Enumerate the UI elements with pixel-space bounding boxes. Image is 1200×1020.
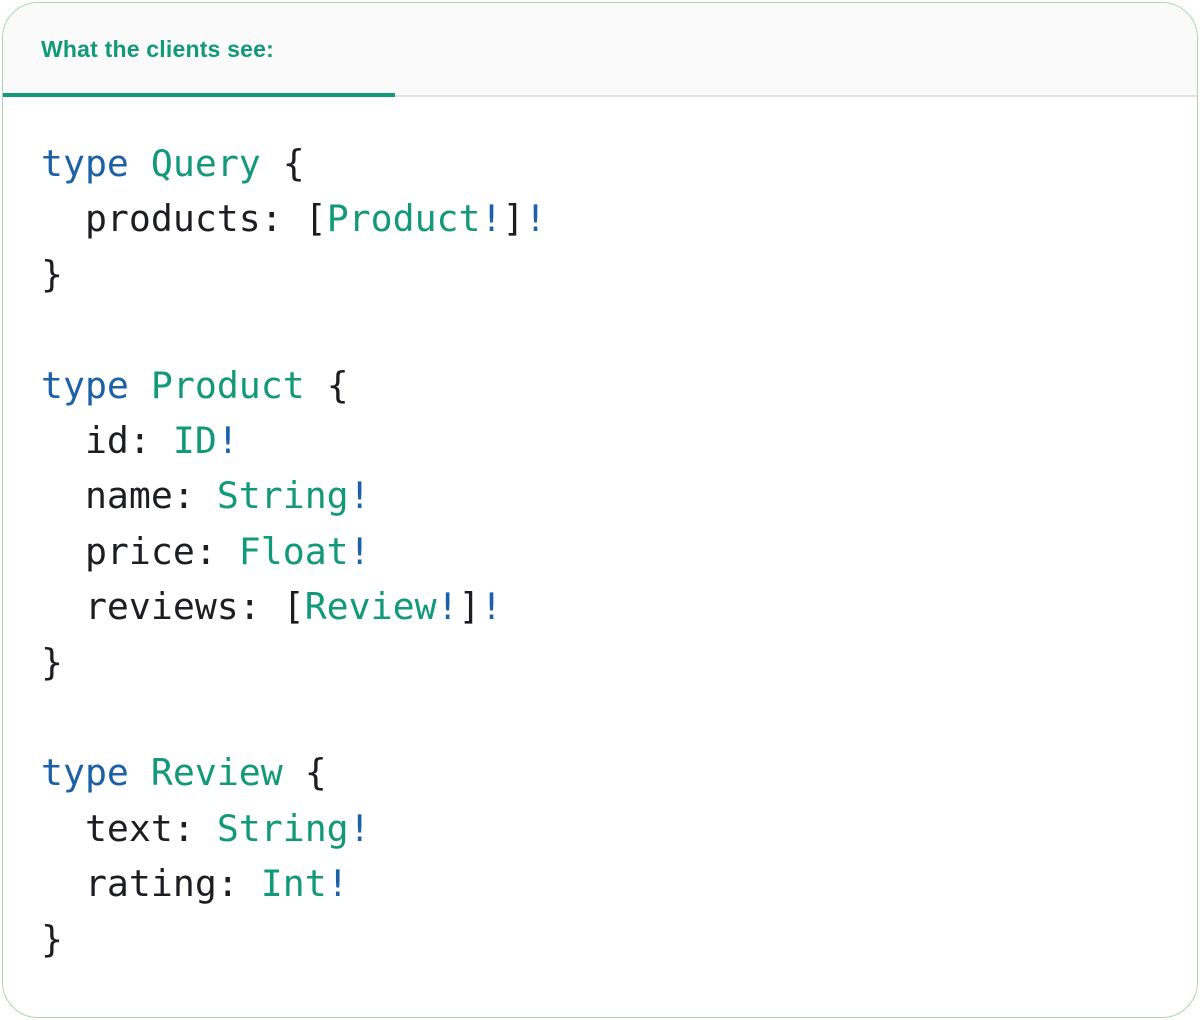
code-token-kw: !: [436, 585, 459, 629]
tab-label: What the clients see:: [41, 35, 274, 62]
code-token-plain: ]: [502, 197, 525, 241]
code-line: type Review {: [41, 745, 1159, 800]
code-line: price: Float!: [41, 524, 1159, 579]
code-token-plain: id:: [41, 419, 173, 463]
code-line: [41, 302, 1159, 357]
code-token-plain: name:: [41, 474, 217, 518]
active-tab-underline: [3, 93, 395, 97]
code-line: products: [Product!]!: [41, 191, 1159, 246]
tab-what-clients-see[interactable]: What the clients see:: [3, 3, 395, 97]
code-token-kw: !: [348, 806, 371, 850]
code-token-type: Float: [238, 529, 349, 573]
code-token-type: Review: [150, 751, 283, 795]
code-token-kw: !: [216, 419, 239, 463]
code-line: id: ID!: [41, 413, 1159, 468]
code-token-type: Int: [260, 862, 327, 906]
code-token-plain: rating:: [41, 862, 261, 906]
code-line: type Product {: [41, 358, 1159, 413]
code-line: [41, 690, 1159, 745]
code-line: }: [41, 912, 1159, 967]
code-block: type Query { products: [Product!]!} type…: [3, 97, 1197, 967]
code-token-plain: ]: [458, 585, 481, 629]
code-line: }: [41, 635, 1159, 690]
code-token-plain: [129, 142, 151, 185]
code-line: reviews: [Review!]!: [41, 579, 1159, 634]
code-token-plain: }: [41, 917, 63, 961]
code-line: name: String!: [41, 468, 1159, 523]
code-token-plain: }: [41, 640, 63, 684]
code-token-plain: products: [: [41, 197, 327, 241]
code-line: }: [41, 247, 1159, 302]
code-token-kw: !: [348, 529, 371, 573]
code-token-type: Product: [150, 363, 305, 407]
code-token-plain: text:: [41, 806, 217, 850]
code-token-plain: {: [304, 363, 349, 407]
code-token-type: String: [216, 806, 349, 850]
code-token-kw: !: [524, 197, 547, 241]
code-token-plain: }: [41, 252, 63, 296]
code-line: rating: Int!: [41, 856, 1159, 911]
code-token-plain: [129, 364, 151, 407]
code-token-kw: type: [41, 142, 129, 185]
code-token-type: Product: [326, 197, 481, 241]
code-token-kw: !: [480, 585, 503, 629]
code-token-type: Review: [304, 585, 437, 629]
code-token-plain: {: [260, 142, 305, 185]
code-token-kw: type: [41, 751, 129, 795]
tab-bar: What the clients see:: [3, 3, 1197, 97]
code-token-plain: [129, 751, 151, 794]
code-token-type: ID: [172, 419, 217, 463]
code-line: type Query {: [41, 136, 1159, 191]
code-token-type: Query: [150, 142, 261, 185]
code-token-kw: type: [41, 363, 129, 407]
code-token-type: String: [216, 474, 349, 518]
code-line: text: String!: [41, 801, 1159, 856]
code-token-plain: price:: [41, 529, 239, 573]
code-token-plain: {: [282, 751, 327, 795]
code-token-plain: reviews: [: [41, 585, 305, 629]
code-token-kw: !: [326, 862, 349, 906]
code-token-kw: !: [348, 474, 371, 518]
code-token-kw: !: [480, 197, 503, 241]
